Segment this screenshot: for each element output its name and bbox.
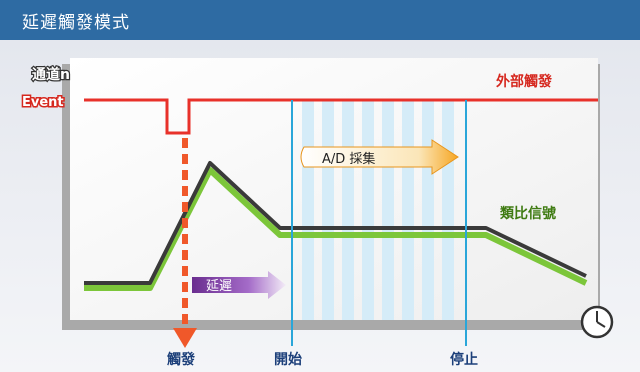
right-arrow-icon [300, 139, 459, 175]
analog-signal-label: 類比信號 [499, 205, 556, 222]
stop-label: 停止 [450, 351, 478, 368]
delay-label: 延遲 [206, 279, 232, 294]
right-arrow-icon [192, 271, 286, 299]
acquisition-label: A/D 採集 [322, 151, 375, 167]
external-trigger-label: 外部觸發 [496, 73, 553, 90]
event-label: Event [22, 95, 64, 110]
start-label: 開始 [274, 351, 302, 368]
delay-trigger-diagram: 通道n Event 外部觸發 A/D 採集 類比信號 延遲 觸發 開始 停止 [0, 40, 640, 372]
analog-signal-line [84, 161, 587, 285]
delay-arrow [192, 271, 286, 299]
acquisition-arrow [300, 139, 459, 175]
trigger-label: 觸發 [167, 351, 196, 368]
event-line [84, 98, 598, 135]
clock-icon [580, 305, 614, 339]
channel-label: 通道n [32, 66, 70, 83]
down-arrow-icon [173, 328, 197, 348]
page-title: 延遲觸發模式 [22, 13, 130, 33]
analog-signal-green [84, 167, 588, 291]
title-bar: 延遲觸發模式 [0, 0, 640, 40]
